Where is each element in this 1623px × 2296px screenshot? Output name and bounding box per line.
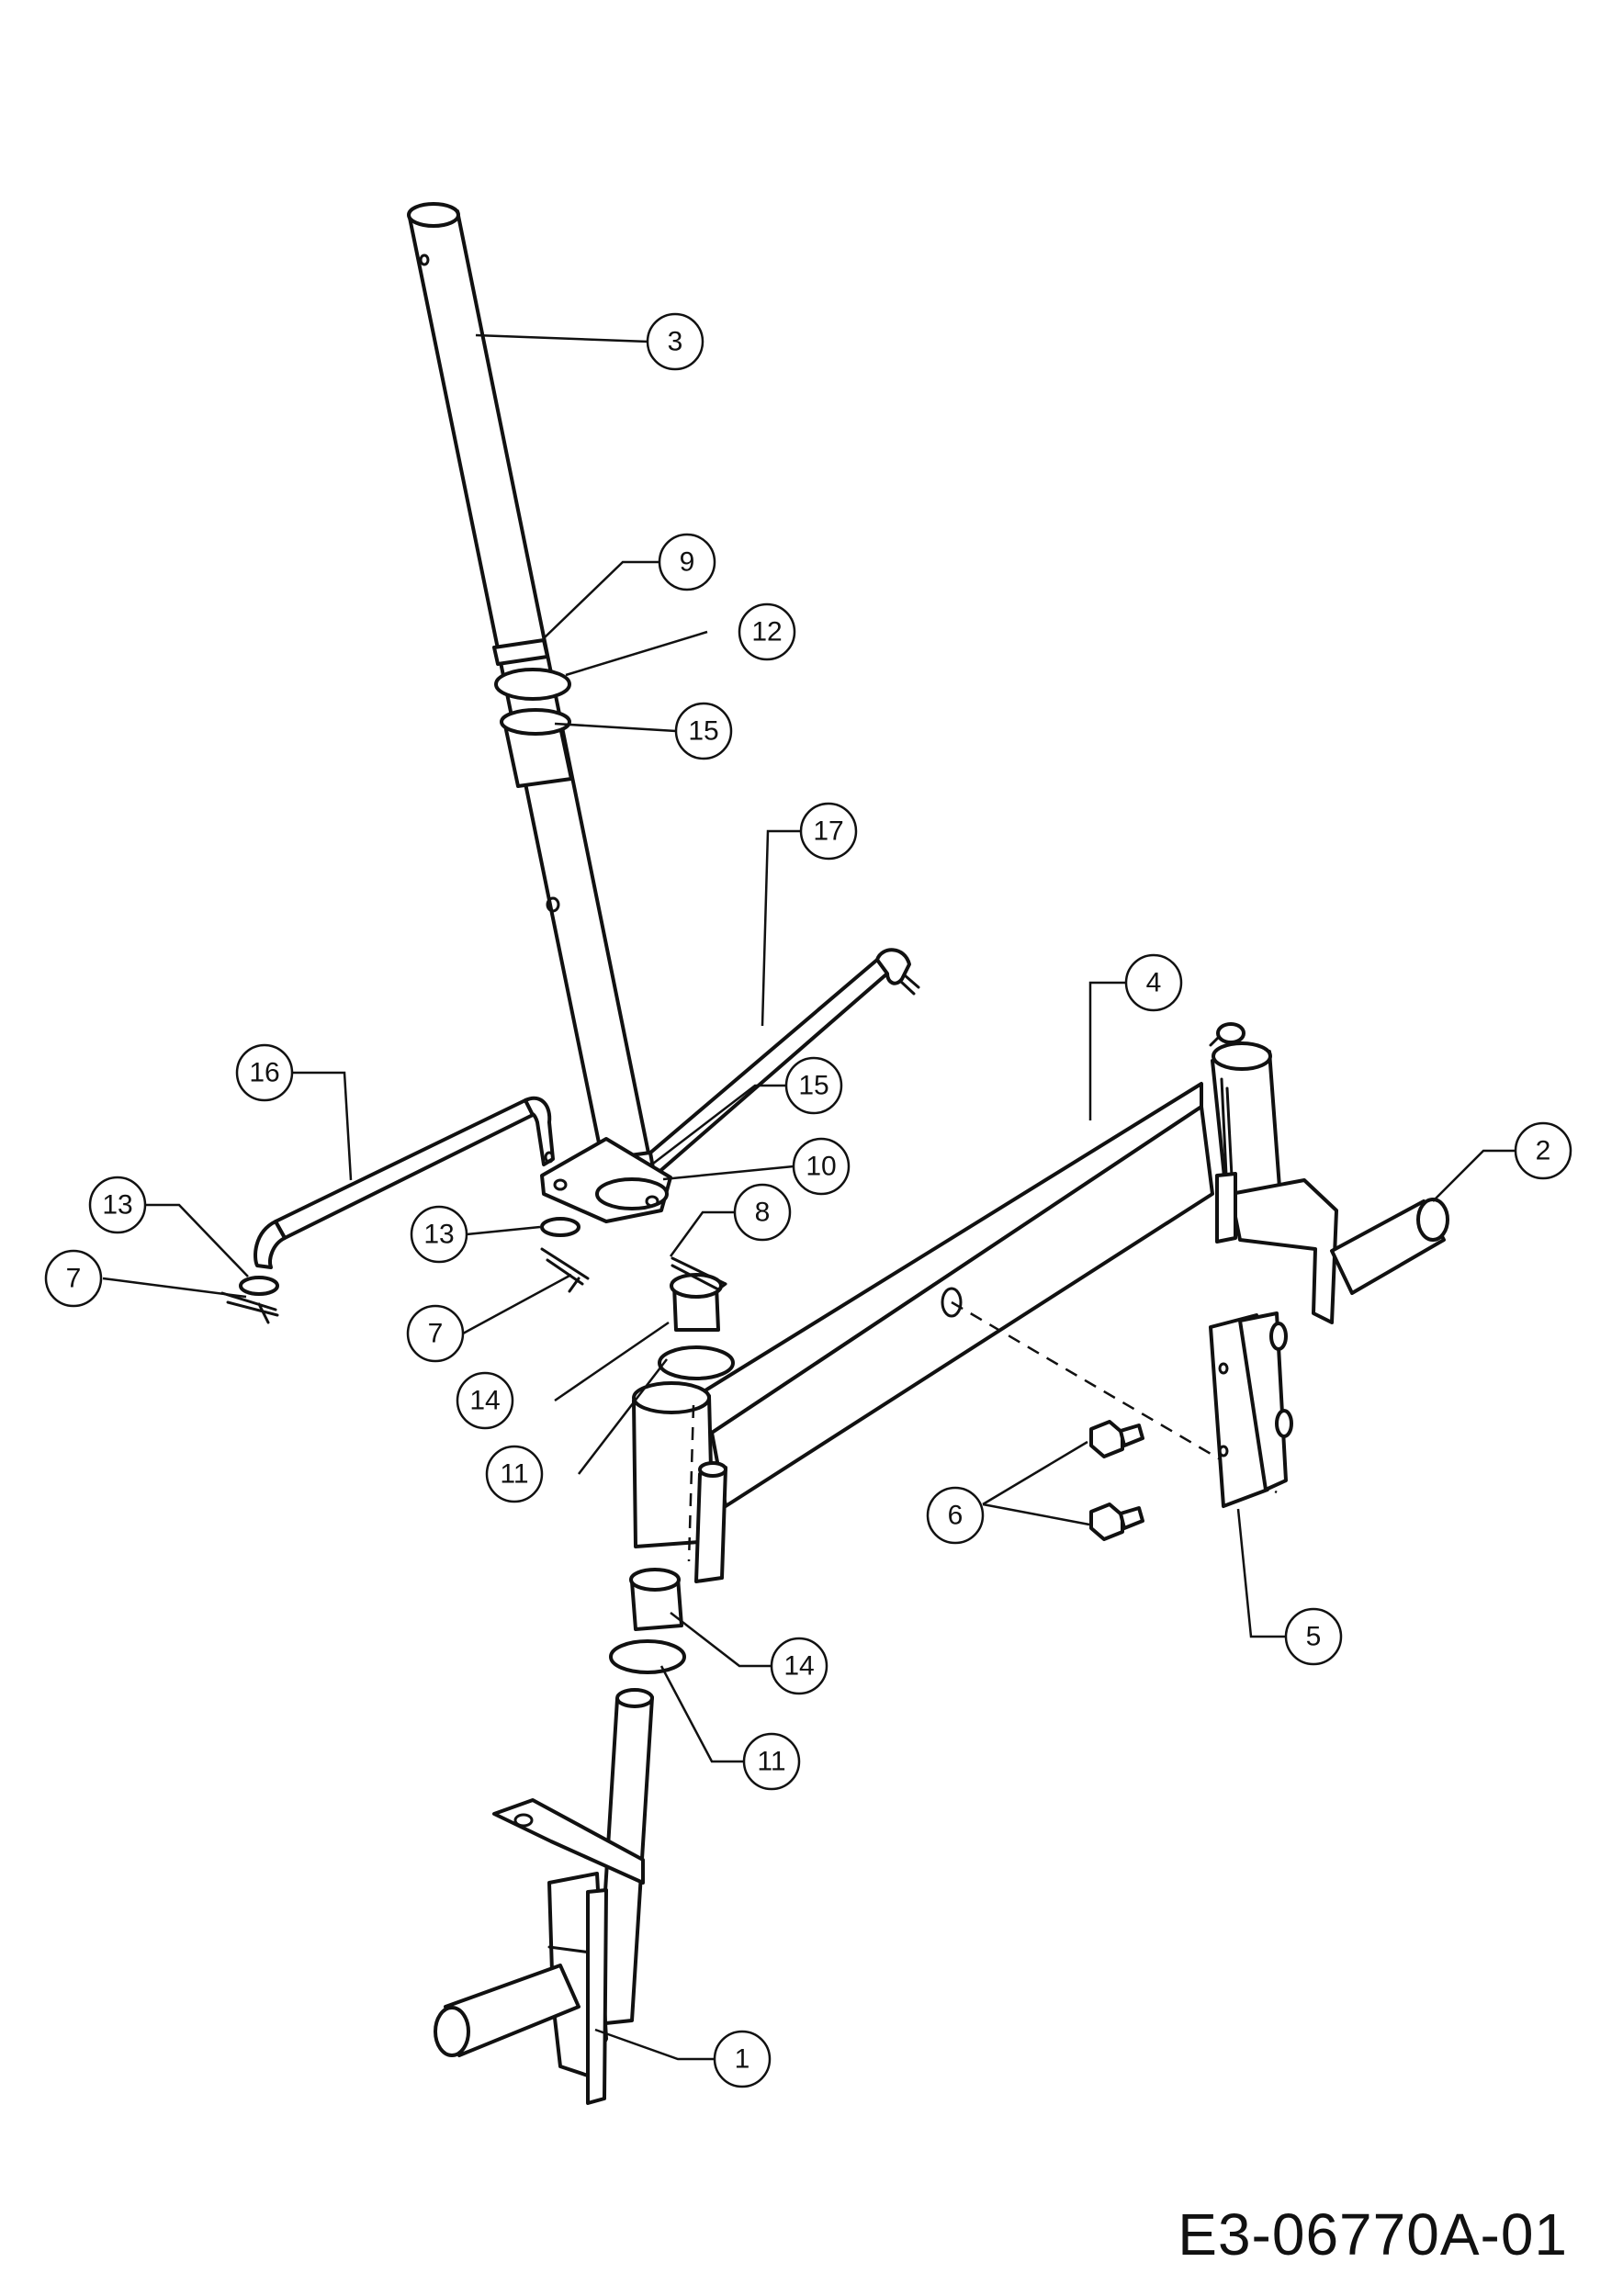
bushing-part-14-lower: [629, 1568, 683, 1631]
callout-11-lower: 11: [742, 1732, 801, 1791]
callout-6: 6: [926, 1486, 985, 1545]
washer-part-13-left: [239, 1276, 279, 1296]
svg-text:6: 6: [948, 1501, 964, 1531]
svg-text:16: 16: [249, 1058, 279, 1088]
callout-17: 17: [799, 802, 858, 861]
svg-text:14: 14: [783, 1651, 814, 1682]
svg-text:4: 4: [1146, 968, 1162, 998]
bolt-part-6-upper: [1089, 1420, 1144, 1458]
washer-part-11-upper: [658, 1345, 735, 1380]
callout-4: 4: [1124, 953, 1183, 1012]
washer-part-12: [494, 668, 571, 701]
svg-text:15: 15: [688, 716, 718, 747]
callout-16: 16: [235, 1043, 294, 1102]
svg-text:7: 7: [66, 1264, 82, 1294]
svg-text:13: 13: [423, 1220, 454, 1250]
callout-1: 1: [713, 2030, 772, 2088]
bolt-part-6-lower: [1089, 1503, 1144, 1541]
callout-15-lower: 15: [784, 1056, 843, 1115]
callout-14-lower: 14: [770, 1637, 828, 1695]
svg-text:2: 2: [1536, 1136, 1551, 1166]
svg-text:5: 5: [1306, 1622, 1322, 1652]
drawing-number: E3-06770A-01: [1178, 2201, 1568, 2268]
svg-text:1: 1: [735, 2044, 750, 2075]
svg-text:17: 17: [813, 816, 843, 847]
callout-9: 9: [658, 533, 716, 591]
callout-14-upper: 14: [456, 1371, 514, 1430]
bushing-part-14-upper: [670, 1273, 723, 1332]
ring-part-9: [492, 638, 549, 666]
cotter-pin-part-7-left: [220, 1291, 279, 1324]
callout-2: 2: [1514, 1121, 1572, 1180]
axle-bracket-part-5: [1209, 1311, 1293, 1508]
callout-12: 12: [738, 602, 796, 661]
callout-8: 8: [733, 1183, 792, 1242]
svg-text:15: 15: [798, 1071, 828, 1101]
callout-5: 5: [1284, 1607, 1343, 1666]
svg-text:14: 14: [469, 1386, 500, 1416]
callout-15-upper: 15: [674, 702, 733, 760]
svg-text:12: 12: [751, 617, 782, 647]
callout-13-center: 13: [410, 1205, 468, 1264]
spindle-part-1: [434, 1688, 654, 2105]
callout-13-left: 13: [88, 1176, 147, 1234]
tie-link-part-16: [254, 1096, 555, 1269]
bushing-part-15-upper: [500, 708, 573, 788]
washer-part-13-center: [540, 1217, 580, 1237]
steering-plate-part-10: [540, 1137, 672, 1223]
callout-3: 3: [646, 312, 704, 371]
hairpin-clip-part-8: [671, 1256, 727, 1291]
svg-text:3: 3: [668, 327, 683, 357]
callout-7-left: 7: [44, 1249, 103, 1308]
drag-link-part-17: [641, 948, 920, 1177]
cotter-pin-part-7-center: [540, 1247, 590, 1293]
washer-part-11-lower: [609, 1639, 686, 1674]
front-axle-part-4: [680, 1082, 1214, 1508]
svg-text:10: 10: [806, 1152, 836, 1182]
svg-text:13: 13: [102, 1190, 132, 1221]
svg-text:9: 9: [680, 547, 695, 578]
callout-11-upper: 11: [485, 1445, 544, 1503]
svg-text:11: 11: [500, 1459, 528, 1490]
callout-10: 10: [792, 1137, 851, 1196]
svg-text:11: 11: [757, 1747, 785, 1777]
svg-text:7: 7: [428, 1319, 444, 1349]
leader-lines: [102, 333, 1516, 2061]
svg-text:8: 8: [755, 1198, 771, 1228]
callout-7-center: 7: [406, 1304, 465, 1363]
spindle-part-2: [1209, 1022, 1449, 1324]
